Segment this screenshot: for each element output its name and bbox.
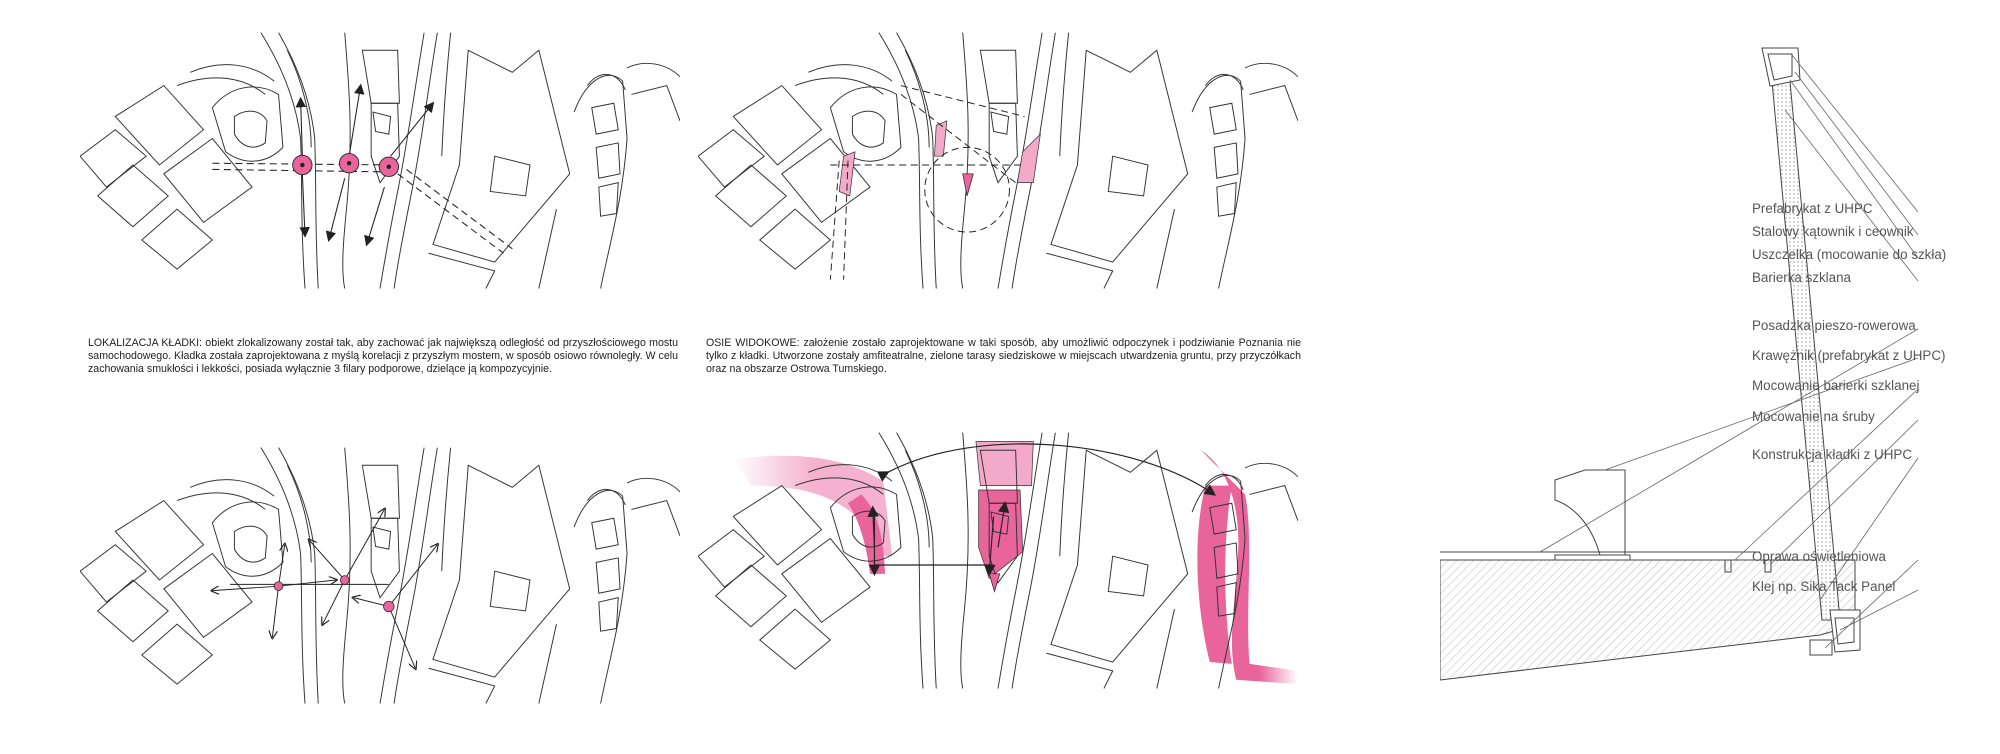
map-panel-osie-widokowe <box>698 15 1298 315</box>
section-label: Barierka szklana <box>1752 270 1851 285</box>
section-label: Konstrukcja kładki z UHPC <box>1752 447 1912 462</box>
map-panel-lokalizacja <box>80 15 680 315</box>
section-label: Oprawa oświetleniowa <box>1752 549 1886 564</box>
technical-section-drawing: Prefabrykat z UHPC Stalowy kątownik i ce… <box>1439 0 2000 749</box>
section-label: Mocowanie barierki szklanej <box>1752 378 1920 393</box>
section-label: Mocowanie na śruby <box>1752 409 1875 424</box>
section-label: Posadzka pieszo-rowerowa <box>1752 318 1916 333</box>
map-panel-widoki-z-filarow <box>80 430 680 730</box>
caption-lokalizacja: LOKALIZACJA KŁADKI: obiekt zlokalizowany… <box>88 337 678 376</box>
section-label: Prefabrykat z UHPC <box>1752 201 1873 216</box>
section-label: Krawężnik (prefabrykat z UHPC) <box>1752 348 1946 363</box>
caption-osie-widokowe: OSIE WIDOKOWE: założenie zostało zaproje… <box>706 337 1301 376</box>
section-label: Klej np. Sika Tack Panel <box>1752 579 1896 594</box>
section-label: Stalowy kątownik i ceownik <box>1752 224 1914 239</box>
section-label: Uszczelka (mocowanie do szkła) <box>1752 247 1947 262</box>
map-panel-tarasy <box>698 415 1298 715</box>
